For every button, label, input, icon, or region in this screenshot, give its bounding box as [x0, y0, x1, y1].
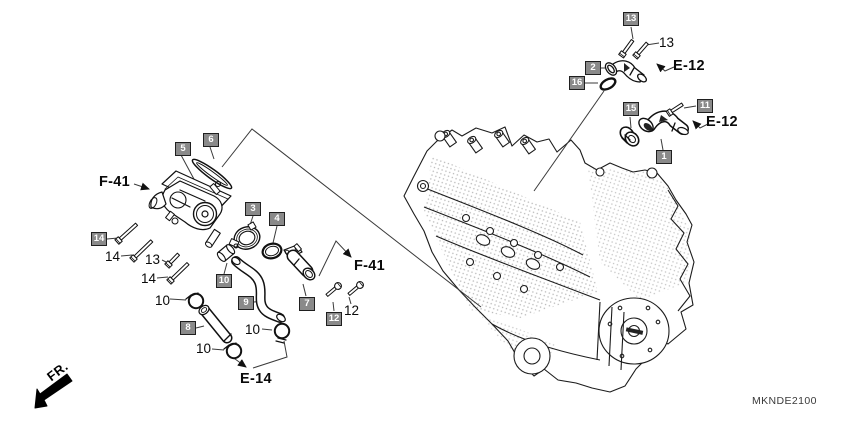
part-2-thermo-joint	[604, 60, 648, 83]
callout-number-14: 14	[105, 249, 121, 264]
reference-label-e-14: E-14	[240, 371, 272, 387]
callout-box-1: 1	[656, 150, 672, 164]
part-7-water-pipe	[283, 243, 316, 281]
part-12-bolts	[325, 281, 364, 297]
leader-lines	[106, 26, 709, 369]
part-13-bolts	[618, 39, 649, 60]
callout-box-4: 4	[269, 212, 285, 226]
callout-number-12: 12	[344, 303, 360, 318]
part-14-bolts	[114, 222, 190, 285]
callout-number-10: 10	[245, 322, 261, 337]
part-15-ring	[619, 126, 640, 147]
callout-number-10: 10	[196, 341, 212, 356]
callout-box-7: 7	[299, 297, 315, 311]
part-3-thermostat	[228, 221, 261, 250]
callout-box-15: 15	[623, 102, 639, 116]
part-4-o-ring	[261, 242, 283, 260]
callout-box-16: 16	[569, 76, 585, 90]
callout-number-13: 13	[145, 252, 161, 267]
callout-box-12: 12	[326, 312, 342, 326]
part-1-water-inlet-pipe	[638, 110, 689, 136]
reference-label-e-12: E-12	[706, 114, 738, 130]
callout-number-13: 13	[659, 35, 675, 50]
part-6-gasket	[191, 158, 233, 190]
callout-number-10: 10	[155, 293, 171, 308]
part-16-o-ring	[599, 77, 617, 91]
part-10-clamps	[185, 292, 291, 360]
callout-box-11: 11	[697, 99, 713, 113]
callout-box-3: 3	[245, 202, 261, 216]
reference-label-e-12: E-12	[673, 58, 705, 74]
callout-box-2: 2	[585, 61, 601, 75]
part-5-throttle-body	[148, 170, 232, 248]
callout-box-6: 6	[203, 133, 219, 147]
engine-block	[403, 126, 695, 393]
part-13-bolt-left	[164, 252, 180, 269]
part-9-hose	[231, 256, 286, 323]
callout-box-13: 13	[623, 12, 639, 26]
callout-box-10: 10	[216, 274, 232, 288]
reference-label-f-41: F-41	[99, 174, 131, 190]
callout-number-14: 14	[141, 271, 157, 286]
part-joint-spacer	[216, 244, 236, 262]
part-8-pipe	[198, 304, 233, 344]
callout-box-8: 8	[180, 321, 196, 335]
callout-box-5: 5	[175, 142, 191, 156]
diagram-code: MKNDE2100	[752, 395, 817, 407]
front-direction-arrow	[34, 373, 73, 409]
callout-box-9: 9	[238, 296, 254, 310]
reference-label-f-41: F-41	[354, 258, 386, 274]
callout-box-14: 14	[91, 232, 107, 246]
part-11-bolt	[665, 102, 684, 117]
